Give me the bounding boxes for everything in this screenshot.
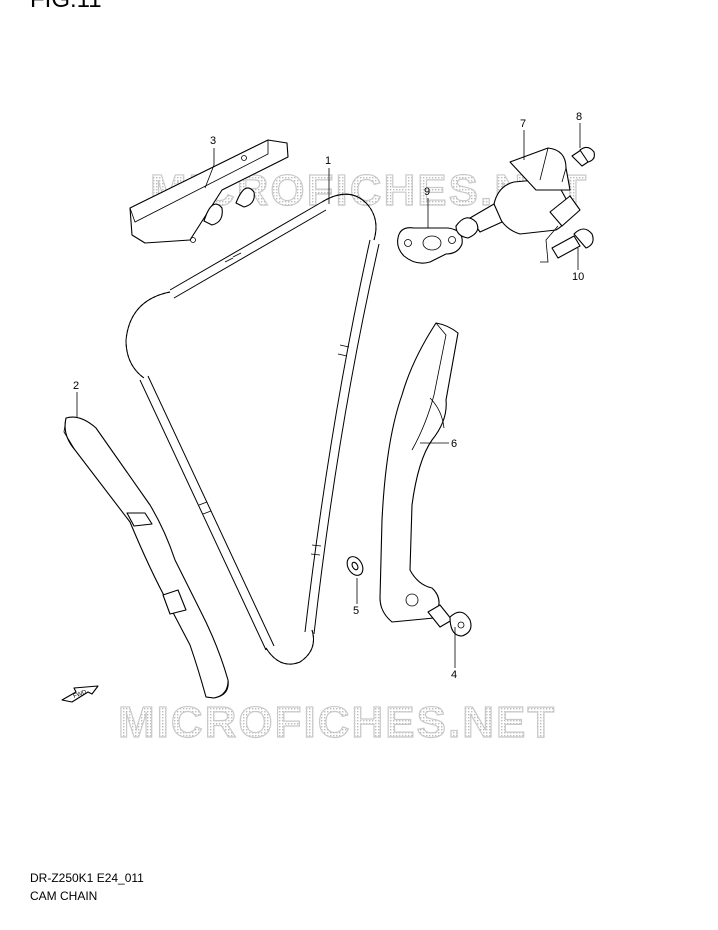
part-1-cam-chain xyxy=(125,193,380,665)
fwd-arrow-icon: FWD xyxy=(61,685,99,703)
section-title: CAM CHAIN xyxy=(30,889,98,903)
part-4-bolt xyxy=(427,604,472,637)
callout-2: 2 xyxy=(73,380,79,392)
callout-6: 6 xyxy=(451,438,457,450)
callout-1: 1 xyxy=(325,155,331,167)
part-8-cap-bolt xyxy=(571,146,595,167)
leader-lines xyxy=(76,123,581,668)
part-9-gasket xyxy=(397,227,463,264)
callout-4: 4 xyxy=(451,669,457,681)
callout-7: 7 xyxy=(520,118,526,130)
svg-text:MICROFICHES.NET: MICROFICHES.NET xyxy=(118,698,556,747)
svg-text:FWD: FWD xyxy=(73,689,89,700)
part-6-tensioner-guide xyxy=(379,322,459,623)
part-7-tensioner-adjuster xyxy=(455,147,581,263)
part-2-chain-guide-left xyxy=(63,416,229,699)
callout-9: 9 xyxy=(424,186,430,198)
watermark-bottom: MICROFICHES.NET MICROFICHES.NET xyxy=(117,697,556,747)
part-5-washer xyxy=(346,556,364,576)
figure-label: FIG.11 xyxy=(30,0,102,14)
model-code: DR-Z250K1 E24_011 xyxy=(30,871,144,885)
callout-3: 3 xyxy=(210,135,216,147)
callout-5: 5 xyxy=(353,605,359,617)
callout-10: 10 xyxy=(572,271,584,283)
svg-text:MICROFICHES.NET: MICROFICHES.NET xyxy=(118,698,556,747)
part-10-bolt xyxy=(551,228,594,259)
part-3-chain-guide xyxy=(129,139,289,244)
callout-8: 8 xyxy=(576,111,582,123)
